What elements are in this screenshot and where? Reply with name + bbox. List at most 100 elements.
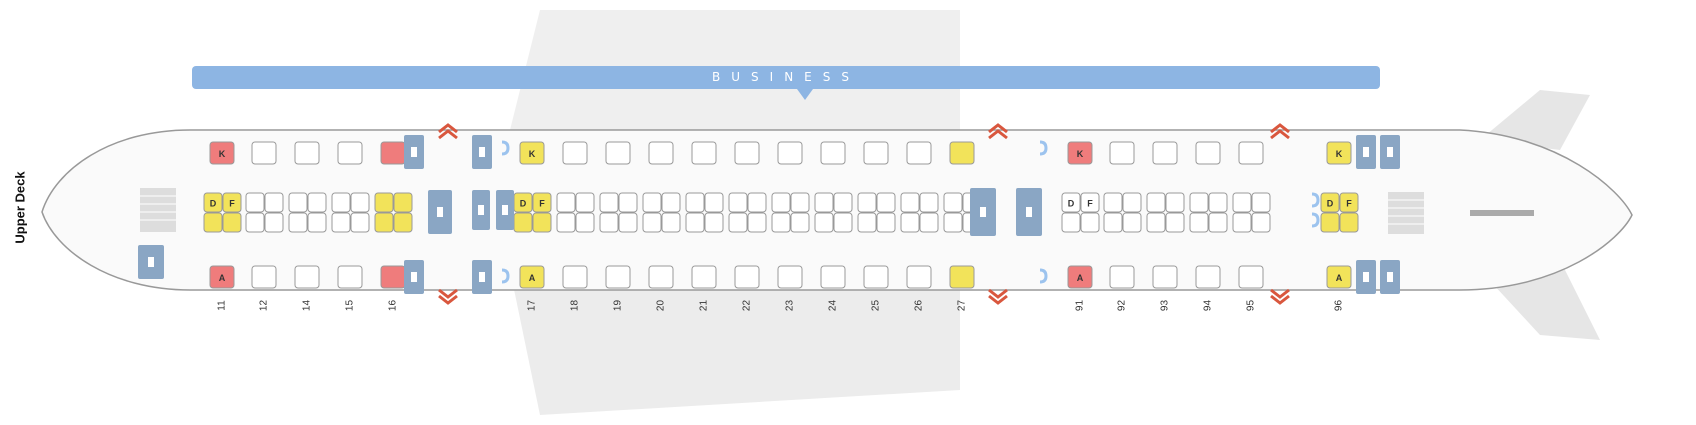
seat-92D[interactable] bbox=[1103, 192, 1123, 213]
seat-19D[interactable] bbox=[599, 192, 619, 213]
seat-19A[interactable] bbox=[605, 265, 631, 289]
seat-18A[interactable] bbox=[562, 265, 588, 289]
seat-94K[interactable] bbox=[1195, 141, 1221, 165]
seat-26A[interactable] bbox=[906, 265, 932, 289]
seat-12A[interactable] bbox=[251, 265, 277, 289]
seat-95F[interactable] bbox=[1251, 192, 1271, 213]
seat-96F2[interactable] bbox=[1339, 212, 1359, 233]
seat-24F[interactable] bbox=[833, 192, 853, 213]
seat-17K[interactable] bbox=[519, 141, 545, 165]
seat-24A[interactable] bbox=[820, 265, 846, 289]
seat-14A[interactable] bbox=[294, 265, 320, 289]
seat-23D[interactable] bbox=[771, 192, 791, 213]
seat-11D2[interactable] bbox=[203, 212, 223, 233]
seat-96K[interactable] bbox=[1326, 141, 1352, 165]
seat-26F2[interactable] bbox=[919, 212, 939, 233]
seat-25F[interactable] bbox=[876, 192, 896, 213]
seat-15A[interactable] bbox=[337, 265, 363, 289]
seat-25K[interactable] bbox=[863, 141, 889, 165]
seat-20F2[interactable] bbox=[661, 212, 681, 233]
seat-21K[interactable] bbox=[691, 141, 717, 165]
seat-16A[interactable] bbox=[380, 265, 406, 289]
seat-14D[interactable] bbox=[288, 192, 308, 213]
seat-93K[interactable] bbox=[1152, 141, 1178, 165]
seat-23A[interactable] bbox=[777, 265, 803, 289]
seat-91K[interactable] bbox=[1067, 141, 1093, 165]
seat-96A[interactable] bbox=[1326, 265, 1352, 289]
seat-93F2[interactable] bbox=[1165, 212, 1185, 233]
seat-91D2[interactable] bbox=[1061, 212, 1081, 233]
seat-91A[interactable] bbox=[1067, 265, 1093, 289]
seat-18F2[interactable] bbox=[575, 212, 595, 233]
seat-93A[interactable] bbox=[1152, 265, 1178, 289]
seat-96D2[interactable] bbox=[1320, 212, 1340, 233]
seat-23D2[interactable] bbox=[771, 212, 791, 233]
seat-20D[interactable] bbox=[642, 192, 662, 213]
seat-16F2[interactable] bbox=[393, 212, 413, 233]
seat-12K[interactable] bbox=[251, 141, 277, 165]
seat-22K[interactable] bbox=[734, 141, 760, 165]
seat-18D2[interactable] bbox=[556, 212, 576, 233]
seat-11D[interactable] bbox=[203, 192, 223, 213]
seat-14F[interactable] bbox=[307, 192, 327, 213]
seat-15F2[interactable] bbox=[350, 212, 370, 233]
seat-92F2[interactable] bbox=[1122, 212, 1142, 233]
seat-21F2[interactable] bbox=[704, 212, 724, 233]
seat-14F2[interactable] bbox=[307, 212, 327, 233]
seat-14D2[interactable] bbox=[288, 212, 308, 233]
seat-17A[interactable] bbox=[519, 265, 545, 289]
seat-20A[interactable] bbox=[648, 265, 674, 289]
seat-95F2[interactable] bbox=[1251, 212, 1271, 233]
seat-19K[interactable] bbox=[605, 141, 631, 165]
seat-16D[interactable] bbox=[374, 192, 394, 213]
seat-27D2[interactable] bbox=[943, 212, 963, 233]
seat-11F2[interactable] bbox=[222, 212, 242, 233]
seat-25F2[interactable] bbox=[876, 212, 896, 233]
seat-96F[interactable] bbox=[1339, 192, 1359, 213]
seat-95D2[interactable] bbox=[1232, 212, 1252, 233]
seat-16D2[interactable] bbox=[374, 212, 394, 233]
seat-27A[interactable] bbox=[949, 265, 975, 289]
seat-20K[interactable] bbox=[648, 141, 674, 165]
seat-15F[interactable] bbox=[350, 192, 370, 213]
seat-15D2[interactable] bbox=[331, 212, 351, 233]
seat-27K[interactable] bbox=[949, 141, 975, 165]
seat-12D2[interactable] bbox=[245, 212, 265, 233]
seat-16F[interactable] bbox=[393, 192, 413, 213]
seat-26D[interactable] bbox=[900, 192, 920, 213]
seat-20D2[interactable] bbox=[642, 212, 662, 233]
seat-93D2[interactable] bbox=[1146, 212, 1166, 233]
seat-26K[interactable] bbox=[906, 141, 932, 165]
seat-19D2[interactable] bbox=[599, 212, 619, 233]
seat-26D2[interactable] bbox=[900, 212, 920, 233]
seat-92D2[interactable] bbox=[1103, 212, 1123, 233]
seat-26F[interactable] bbox=[919, 192, 939, 213]
seat-22D2[interactable] bbox=[728, 212, 748, 233]
seat-91D[interactable] bbox=[1061, 192, 1081, 213]
seat-19F2[interactable] bbox=[618, 212, 638, 233]
seat-25D[interactable] bbox=[857, 192, 877, 213]
seat-92F[interactable] bbox=[1122, 192, 1142, 213]
seat-17F[interactable] bbox=[532, 192, 552, 213]
seat-11A[interactable] bbox=[209, 265, 235, 289]
seat-12F2[interactable] bbox=[264, 212, 284, 233]
seat-19F[interactable] bbox=[618, 192, 638, 213]
seat-25D2[interactable] bbox=[857, 212, 877, 233]
seat-18K[interactable] bbox=[562, 141, 588, 165]
seat-23F2[interactable] bbox=[790, 212, 810, 233]
seat-21A[interactable] bbox=[691, 265, 717, 289]
seat-17D2[interactable] bbox=[513, 212, 533, 233]
seat-95K[interactable] bbox=[1238, 141, 1264, 165]
seat-11K[interactable] bbox=[209, 141, 235, 165]
seat-95D[interactable] bbox=[1232, 192, 1252, 213]
seat-14K[interactable] bbox=[294, 141, 320, 165]
seat-12D[interactable] bbox=[245, 192, 265, 213]
seat-94D[interactable] bbox=[1189, 192, 1209, 213]
seat-18D[interactable] bbox=[556, 192, 576, 213]
seat-12F[interactable] bbox=[264, 192, 284, 213]
seat-24D[interactable] bbox=[814, 192, 834, 213]
seat-17F2[interactable] bbox=[532, 212, 552, 233]
seat-15D[interactable] bbox=[331, 192, 351, 213]
seat-22D[interactable] bbox=[728, 192, 748, 213]
seat-21D2[interactable] bbox=[685, 212, 705, 233]
